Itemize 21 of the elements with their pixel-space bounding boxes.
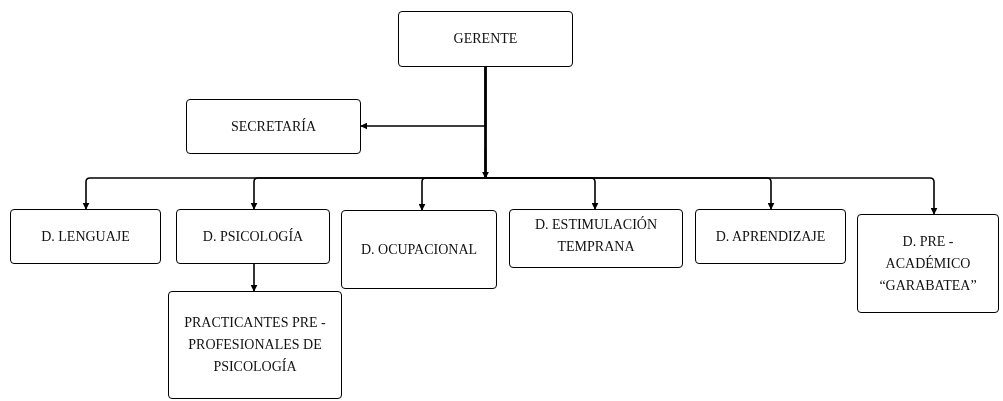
org-box — [186, 99, 361, 154]
box-label: GERENTE — [453, 30, 518, 48]
box-label: D. LENGUAJE — [41, 227, 130, 246]
org-box — [398, 11, 573, 67]
connector-arrow — [484, 66, 938, 215]
connector-arrow — [250, 263, 258, 292]
org-box — [168, 291, 342, 399]
trunk-arrow — [482, 147, 489, 179]
org-box — [341, 210, 497, 289]
box-label: D. OCUPACIONAL — [360, 240, 478, 259]
box-label: D. PSICOLOGÍA — [202, 227, 304, 246]
box-label: SECRETARÍA — [230, 117, 317, 136]
box-label: D. ESTIMULACIÓN TEMPRANA — [533, 215, 659, 256]
box-label: D. PRE - ACADÉMICO “GARABATEA” — [878, 232, 978, 295]
org-box — [695, 209, 846, 264]
box-label: PRACTICANTES PRE - PROFESIONALES DE PSICOLOGÍA — [183, 314, 327, 376]
box-label: D. APRENDIZAJE — [715, 227, 826, 246]
org-box — [176, 209, 330, 264]
org-box — [857, 214, 999, 313]
org-box — [509, 209, 683, 268]
org-box — [10, 209, 161, 264]
